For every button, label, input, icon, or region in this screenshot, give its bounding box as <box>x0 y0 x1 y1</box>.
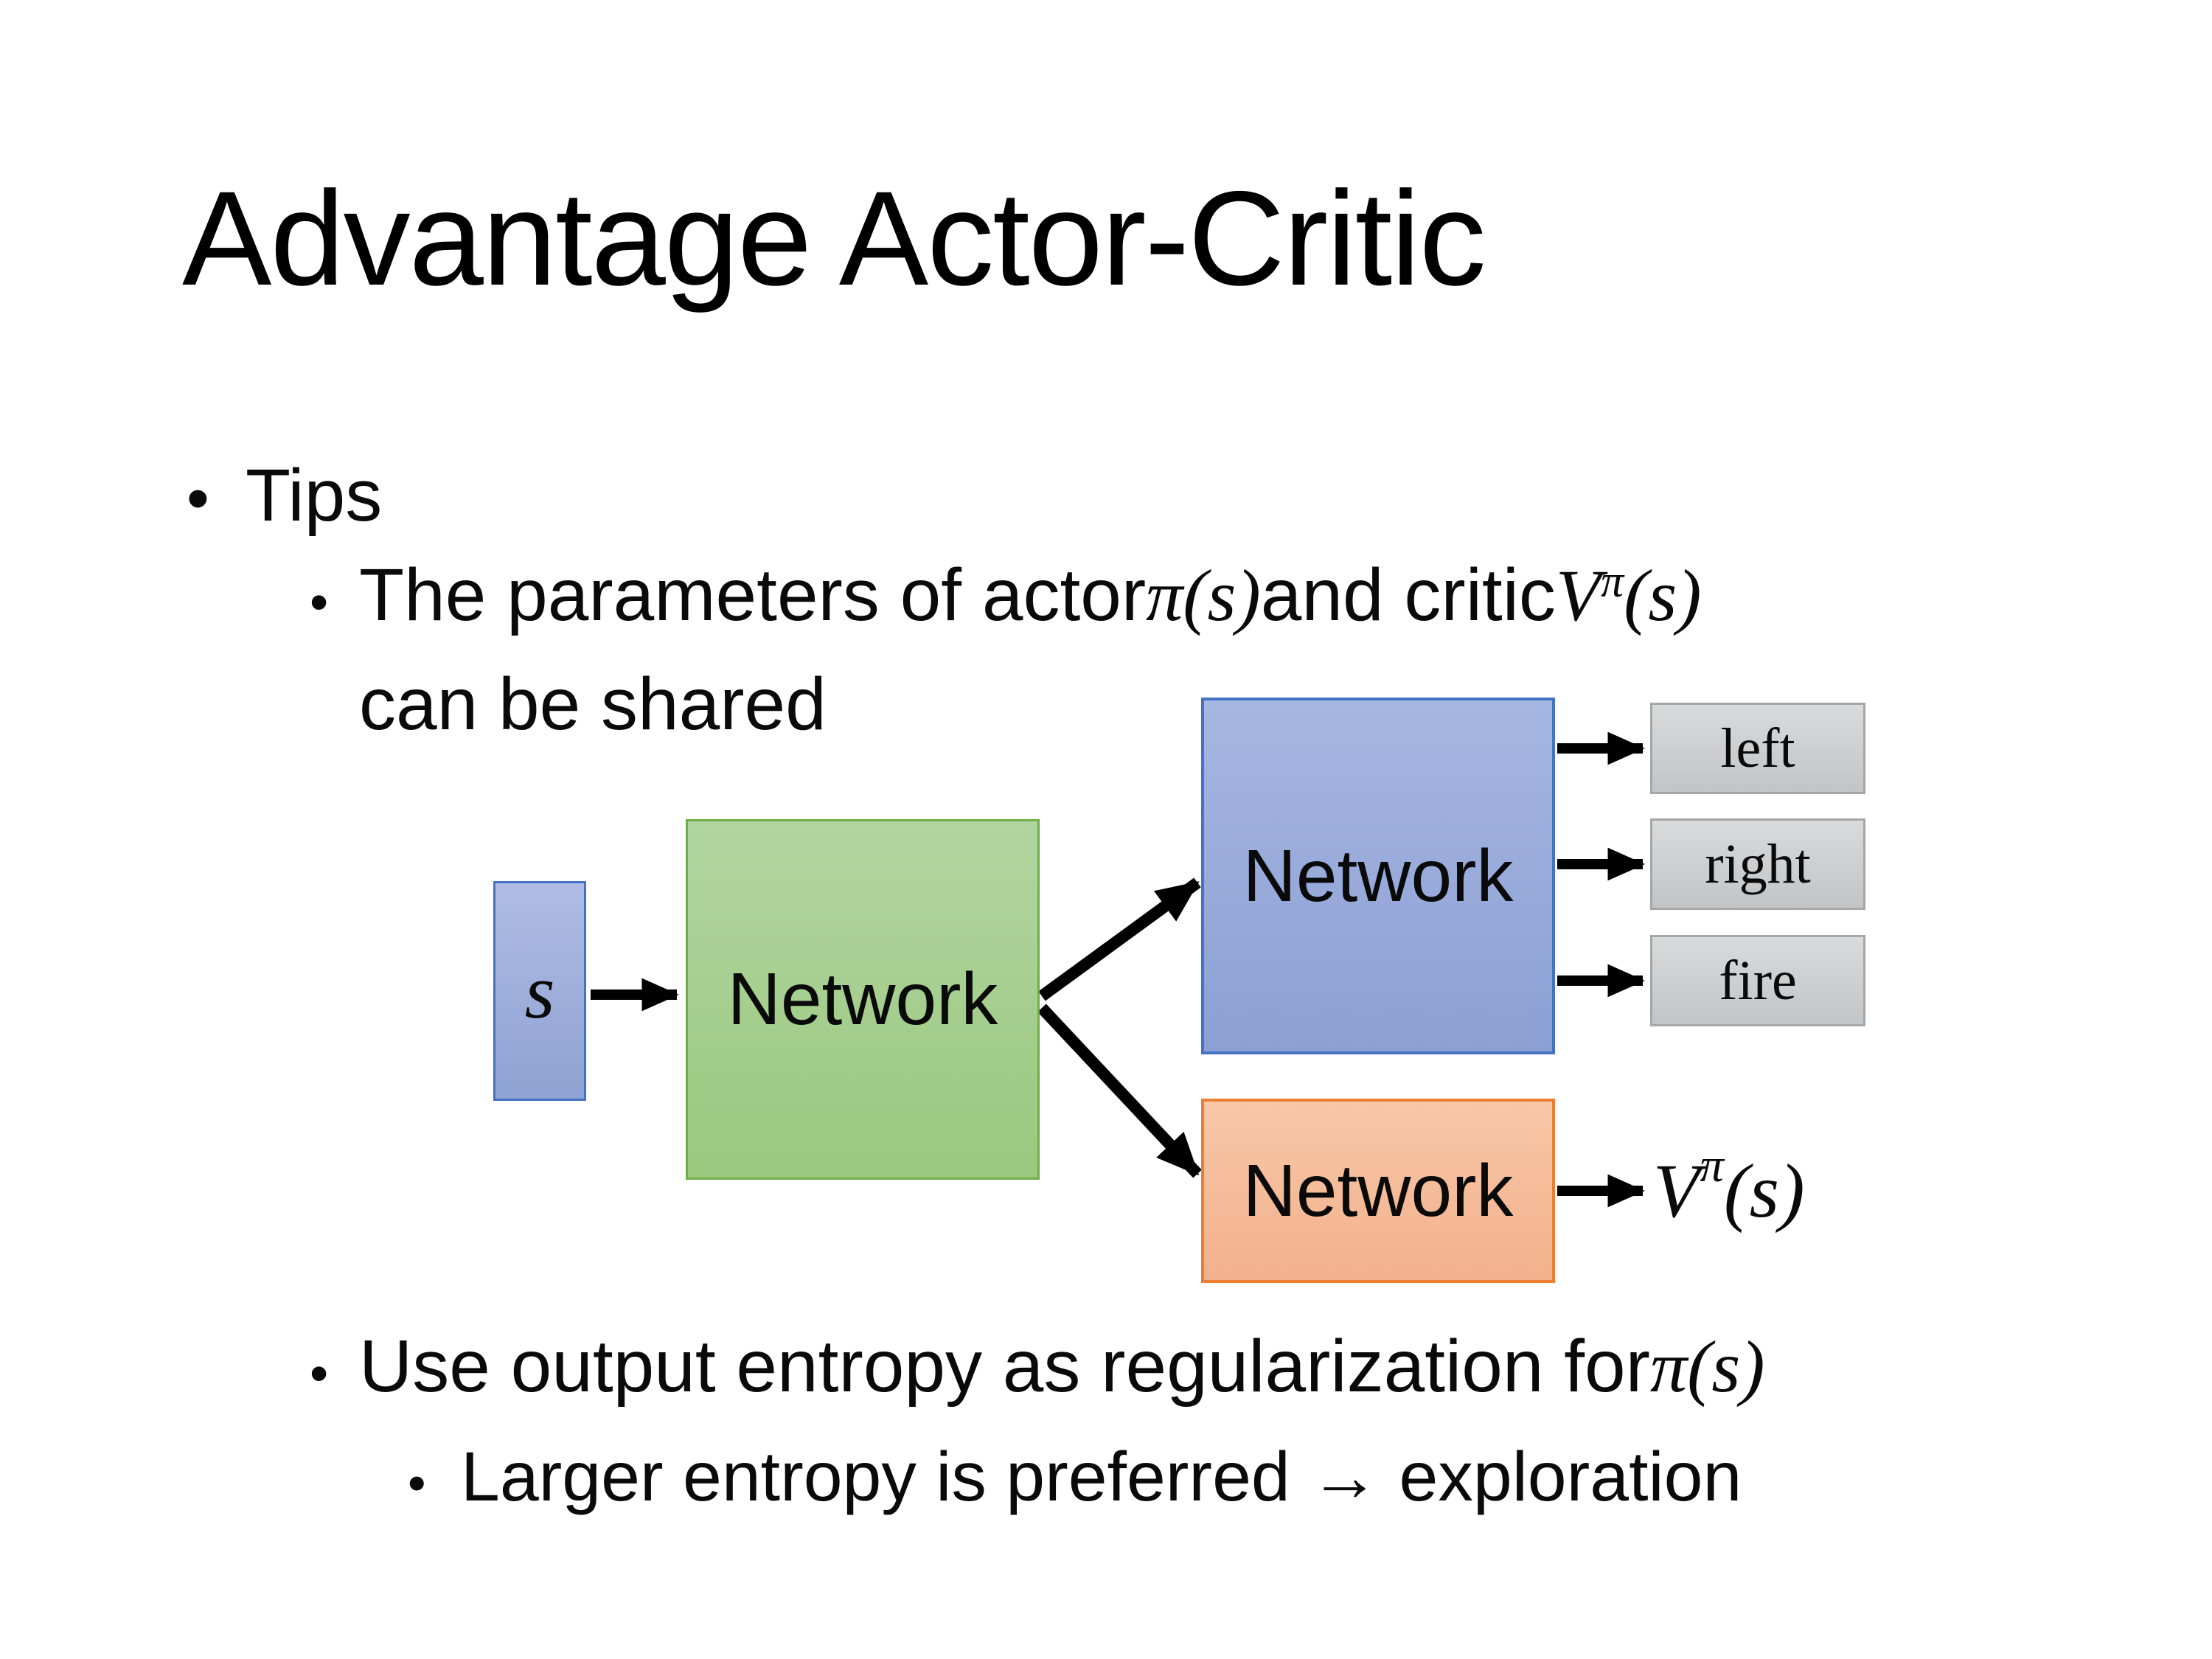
critic-output-base: V <box>1653 1148 1700 1234</box>
page-title: Advantage Actor-Critic <box>182 163 1486 313</box>
bullet-dot: • <box>310 573 329 632</box>
bullet-tips: • Tips <box>187 448 382 543</box>
critic-network-label: Network <box>1242 1149 1514 1232</box>
action-label-fire: fire <box>1719 949 1797 1012</box>
exploration-text: Larger entropy is preferred → exploratio… <box>461 1438 1742 1516</box>
critic-value-base: V <box>1555 554 1601 636</box>
arrow-shared-to-actor-network <box>1038 877 1201 1001</box>
bullet-parameters-line2: can be shared <box>359 656 827 752</box>
shared-network-label: Network <box>727 958 998 1040</box>
bullet-exploration: • Larger entropy is preferred → explorat… <box>408 1432 1742 1523</box>
parameters-text-mid: and critic <box>1260 554 1556 636</box>
tips-label: Tips <box>246 454 383 537</box>
action-label-left: left <box>1720 717 1795 779</box>
critic-output-args: (s) <box>1723 1148 1805 1234</box>
action-box-fire: fire <box>1650 935 1865 1026</box>
bullet-dot: • <box>408 1454 426 1512</box>
actor-network-label: Network <box>1242 834 1514 917</box>
bullet-parameters-line1: • The parameters of actor π(s) and criti… <box>310 547 1702 644</box>
bullet-dot: • <box>310 1344 329 1403</box>
action-box-left: left <box>1650 703 1865 794</box>
shared-network-box: Network <box>686 819 1040 1180</box>
actor-network-box: Network <box>1201 698 1555 1054</box>
action-label-right: right <box>1705 832 1811 895</box>
state-input-box: s <box>493 881 586 1101</box>
critic-value-args: (s) <box>1624 554 1702 636</box>
critic-network-box: Network <box>1201 1099 1555 1283</box>
action-box-right: right <box>1650 818 1865 910</box>
bullet-dot: • <box>187 462 209 535</box>
arrow-shared-to-critic-network <box>1037 1004 1202 1178</box>
actor-policy-math: π(s) <box>1146 554 1261 636</box>
parameters-text-line2: can be shared <box>359 663 827 745</box>
state-input-label: s <box>524 947 555 1034</box>
entropy-policy-math: π(s) <box>1649 1326 1765 1408</box>
parameters-text-pre: The parameters of actor <box>359 554 1147 636</box>
entropy-text-pre: Use output entropy as regularization for <box>359 1325 1650 1408</box>
bullet-entropy: • Use output entropy as regularization f… <box>310 1318 1765 1415</box>
